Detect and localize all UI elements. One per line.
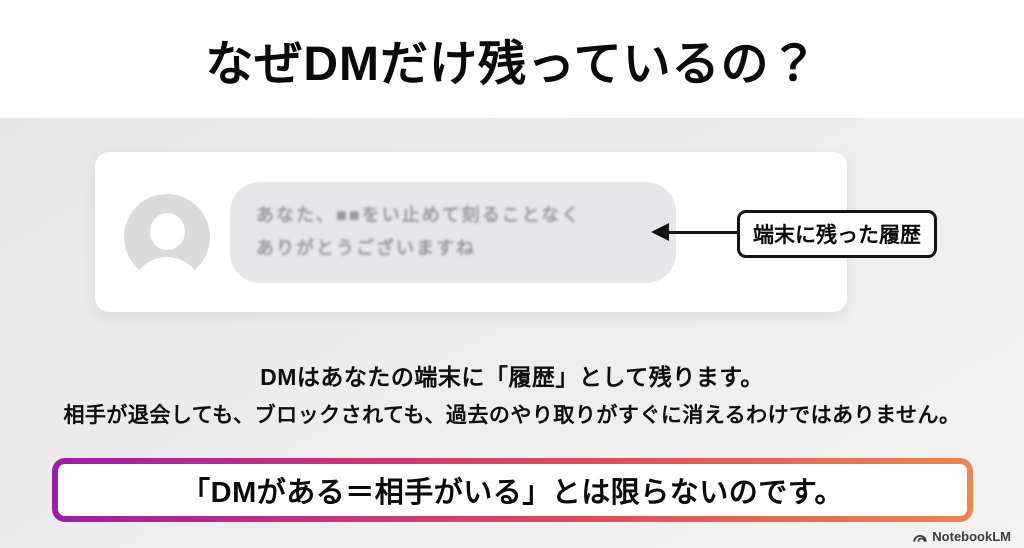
- header: なぜDMだけ残っているの？: [0, 0, 1024, 118]
- watermark: NotebookLM: [913, 529, 1011, 544]
- left-arrow-icon: [651, 223, 669, 241]
- explanation-line2: 相手が退会しても、ブロックされても、過去のやり取りがすぐに消えるわけではありませ…: [63, 404, 961, 427]
- explanation-text: DMはあなたの端末に「履歴」として残ります。 相手が退会しても、ブロックされても…: [0, 358, 1024, 429]
- person-placeholder-icon: [129, 257, 205, 280]
- callout-box-inner: 「DMがある＝相手がいる」とは限らないのです。: [58, 464, 967, 516]
- left-arrow-icon: [668, 231, 738, 234]
- callout-text: 「DMがある＝相手がいる」とは限らないのです。: [181, 477, 844, 509]
- message-text-line2: ありがとうございますね: [256, 238, 476, 259]
- watermark-label: NotebookLM: [932, 529, 1011, 544]
- page-title: なぜDMだけ残っているの？: [205, 38, 819, 91]
- stage-section: あなた、■■をい止めて刻ることなく ありがとうございますね 端末に残った履歴 D…: [0, 118, 1024, 548]
- notebooklm-logo-icon: [913, 531, 927, 543]
- person-placeholder-icon: [150, 213, 185, 250]
- annotation-label: 端末に残った履歴: [737, 210, 937, 258]
- message-text-line1: あなた、■■をい止めて刻ることなく: [256, 205, 582, 225]
- avatar: [124, 194, 210, 280]
- explanation-line1: DMはあなたの端末に「履歴」として残ります。: [260, 364, 764, 390]
- message-bubble: あなた、■■をい止めて刻ることなく ありがとうございますね: [230, 182, 676, 283]
- callout-box: 「DMがある＝相手がいる」とは限らないのです。: [52, 458, 973, 522]
